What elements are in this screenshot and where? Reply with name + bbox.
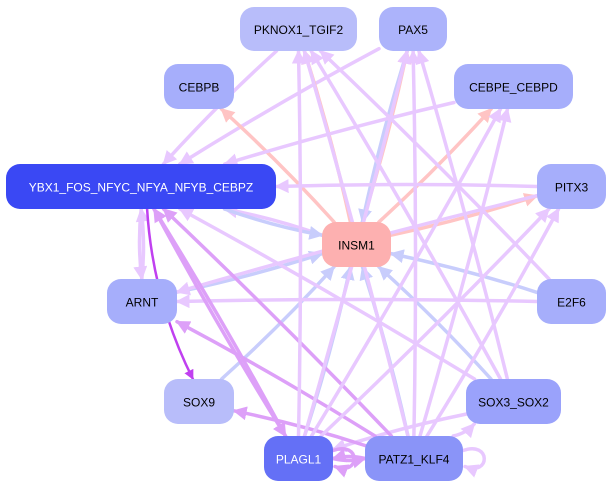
node-label: INSM1 xyxy=(338,239,375,253)
node-label: PLAGL1 xyxy=(276,453,322,467)
edge-cebpe-cebpd-to-ybx1 xyxy=(223,100,456,168)
edge-plagl1-to-cebpe-cebpd xyxy=(309,107,503,438)
node-box[interactable] xyxy=(365,436,463,481)
node-box[interactable] xyxy=(537,279,606,324)
edge-ybx1-to-insm1 xyxy=(222,207,324,240)
node-label: ARNT xyxy=(126,296,159,310)
edge-plagl1-to-patz1-klf4 xyxy=(331,454,367,469)
node-e2f6[interactable]: E2F6 xyxy=(537,279,606,324)
node-label: SOX9 xyxy=(183,396,215,410)
node-box[interactable] xyxy=(264,436,333,481)
node-box[interactable] xyxy=(466,379,561,424)
edge-plagl1-to-pitx3 xyxy=(319,207,551,438)
node-label: E2F6 xyxy=(557,296,586,310)
edge-patz1-klf4-to-cebpe-cebpd xyxy=(418,107,512,438)
edge-sox3-sox2-to-pknox1-tgif2 xyxy=(309,49,503,381)
node-box[interactable] xyxy=(537,164,606,209)
edge-sox3-sox2-to-ybx1 xyxy=(178,207,477,381)
edge-patz1-klf4-to-pitx3 xyxy=(425,207,561,438)
node-label: CEBPE_CEBPD xyxy=(469,81,558,95)
edge-patz1-klf4-to-pax5 xyxy=(406,49,421,438)
edge-patz1-klf4-to-patz1-klf4 xyxy=(461,447,486,478)
node-label: PATZ1_KLF4 xyxy=(379,453,450,467)
node-box[interactable] xyxy=(164,379,234,424)
edge-plagl1-to-pknox1-tgif2 xyxy=(291,49,306,438)
edge-arnt-to-ybx1 xyxy=(135,207,150,281)
node-label: CEBPB xyxy=(179,81,220,95)
node-box[interactable] xyxy=(379,7,447,51)
node-sox3-sox2[interactable]: SOX3_SOX2 xyxy=(466,379,561,424)
edge-patz1-klf4-to-ybx1 xyxy=(161,207,394,438)
node-pknox1-tgif2[interactable]: PKNOX1_TGIF2 xyxy=(240,7,357,51)
node-cebpb[interactable]: CEBPB xyxy=(164,64,234,109)
node-plagl1[interactable]: PLAGL1 xyxy=(264,436,333,481)
node-cebpe-cebpd[interactable]: CEBPE_CEBPD xyxy=(454,64,573,109)
node-sox9[interactable]: SOX9 xyxy=(164,379,234,424)
edge-pitx3-to-ybx1 xyxy=(274,179,539,194)
node-label: SOX3_SOX2 xyxy=(478,396,549,410)
node-box[interactable] xyxy=(322,222,391,267)
edge-plagl1-to-plagl1 xyxy=(331,447,356,478)
edge-pax5-to-ybx1 xyxy=(178,46,381,166)
node-patz1-klf4[interactable]: PATZ1_KLF4 xyxy=(365,436,463,481)
edge-e2f6-to-arnt xyxy=(175,294,539,309)
edge-insm1-to-cebpe-cebpd xyxy=(377,107,493,224)
node-pitx3[interactable]: PITX3 xyxy=(537,164,606,209)
node-label: PAX5 xyxy=(398,23,428,37)
edge-patz1-klf4-to-arnt xyxy=(175,319,377,438)
node-pax5[interactable]: PAX5 xyxy=(379,7,447,51)
node-insm1[interactable]: INSM1 xyxy=(322,222,391,267)
edge-patz1-klf4-to-sox3-sox2 xyxy=(451,422,476,439)
edge-plagl1-to-ybx1 xyxy=(152,207,288,438)
node-arnt[interactable]: ARNT xyxy=(107,279,177,324)
edge-sox9-to-insm1 xyxy=(219,265,336,381)
edge-ybx1-to-plagl1 xyxy=(152,207,288,438)
node-label: PITX3 xyxy=(555,181,589,195)
node-box[interactable] xyxy=(240,7,357,51)
edge-sox3-sox2-to-pax5 xyxy=(415,49,510,381)
edge-e2f6-to-pknox1-tgif2 xyxy=(318,49,551,281)
node-box[interactable] xyxy=(164,64,234,109)
node-box[interactable] xyxy=(454,64,573,109)
node-label: PKNOX1_TGIF2 xyxy=(254,23,344,37)
node-box[interactable] xyxy=(6,164,276,209)
node-label: YBX1_FOS_NFYC_NFYA_NFYB_CEBPZ xyxy=(29,181,254,195)
edge-insm1-to-cebpb xyxy=(219,107,336,224)
node-box[interactable] xyxy=(107,279,177,324)
edge-sox3-sox2-to-plagl1 xyxy=(331,412,468,453)
node-ybx1[interactable]: YBX1_FOS_NFYC_NFYA_NFYB_CEBPZ xyxy=(6,164,276,209)
